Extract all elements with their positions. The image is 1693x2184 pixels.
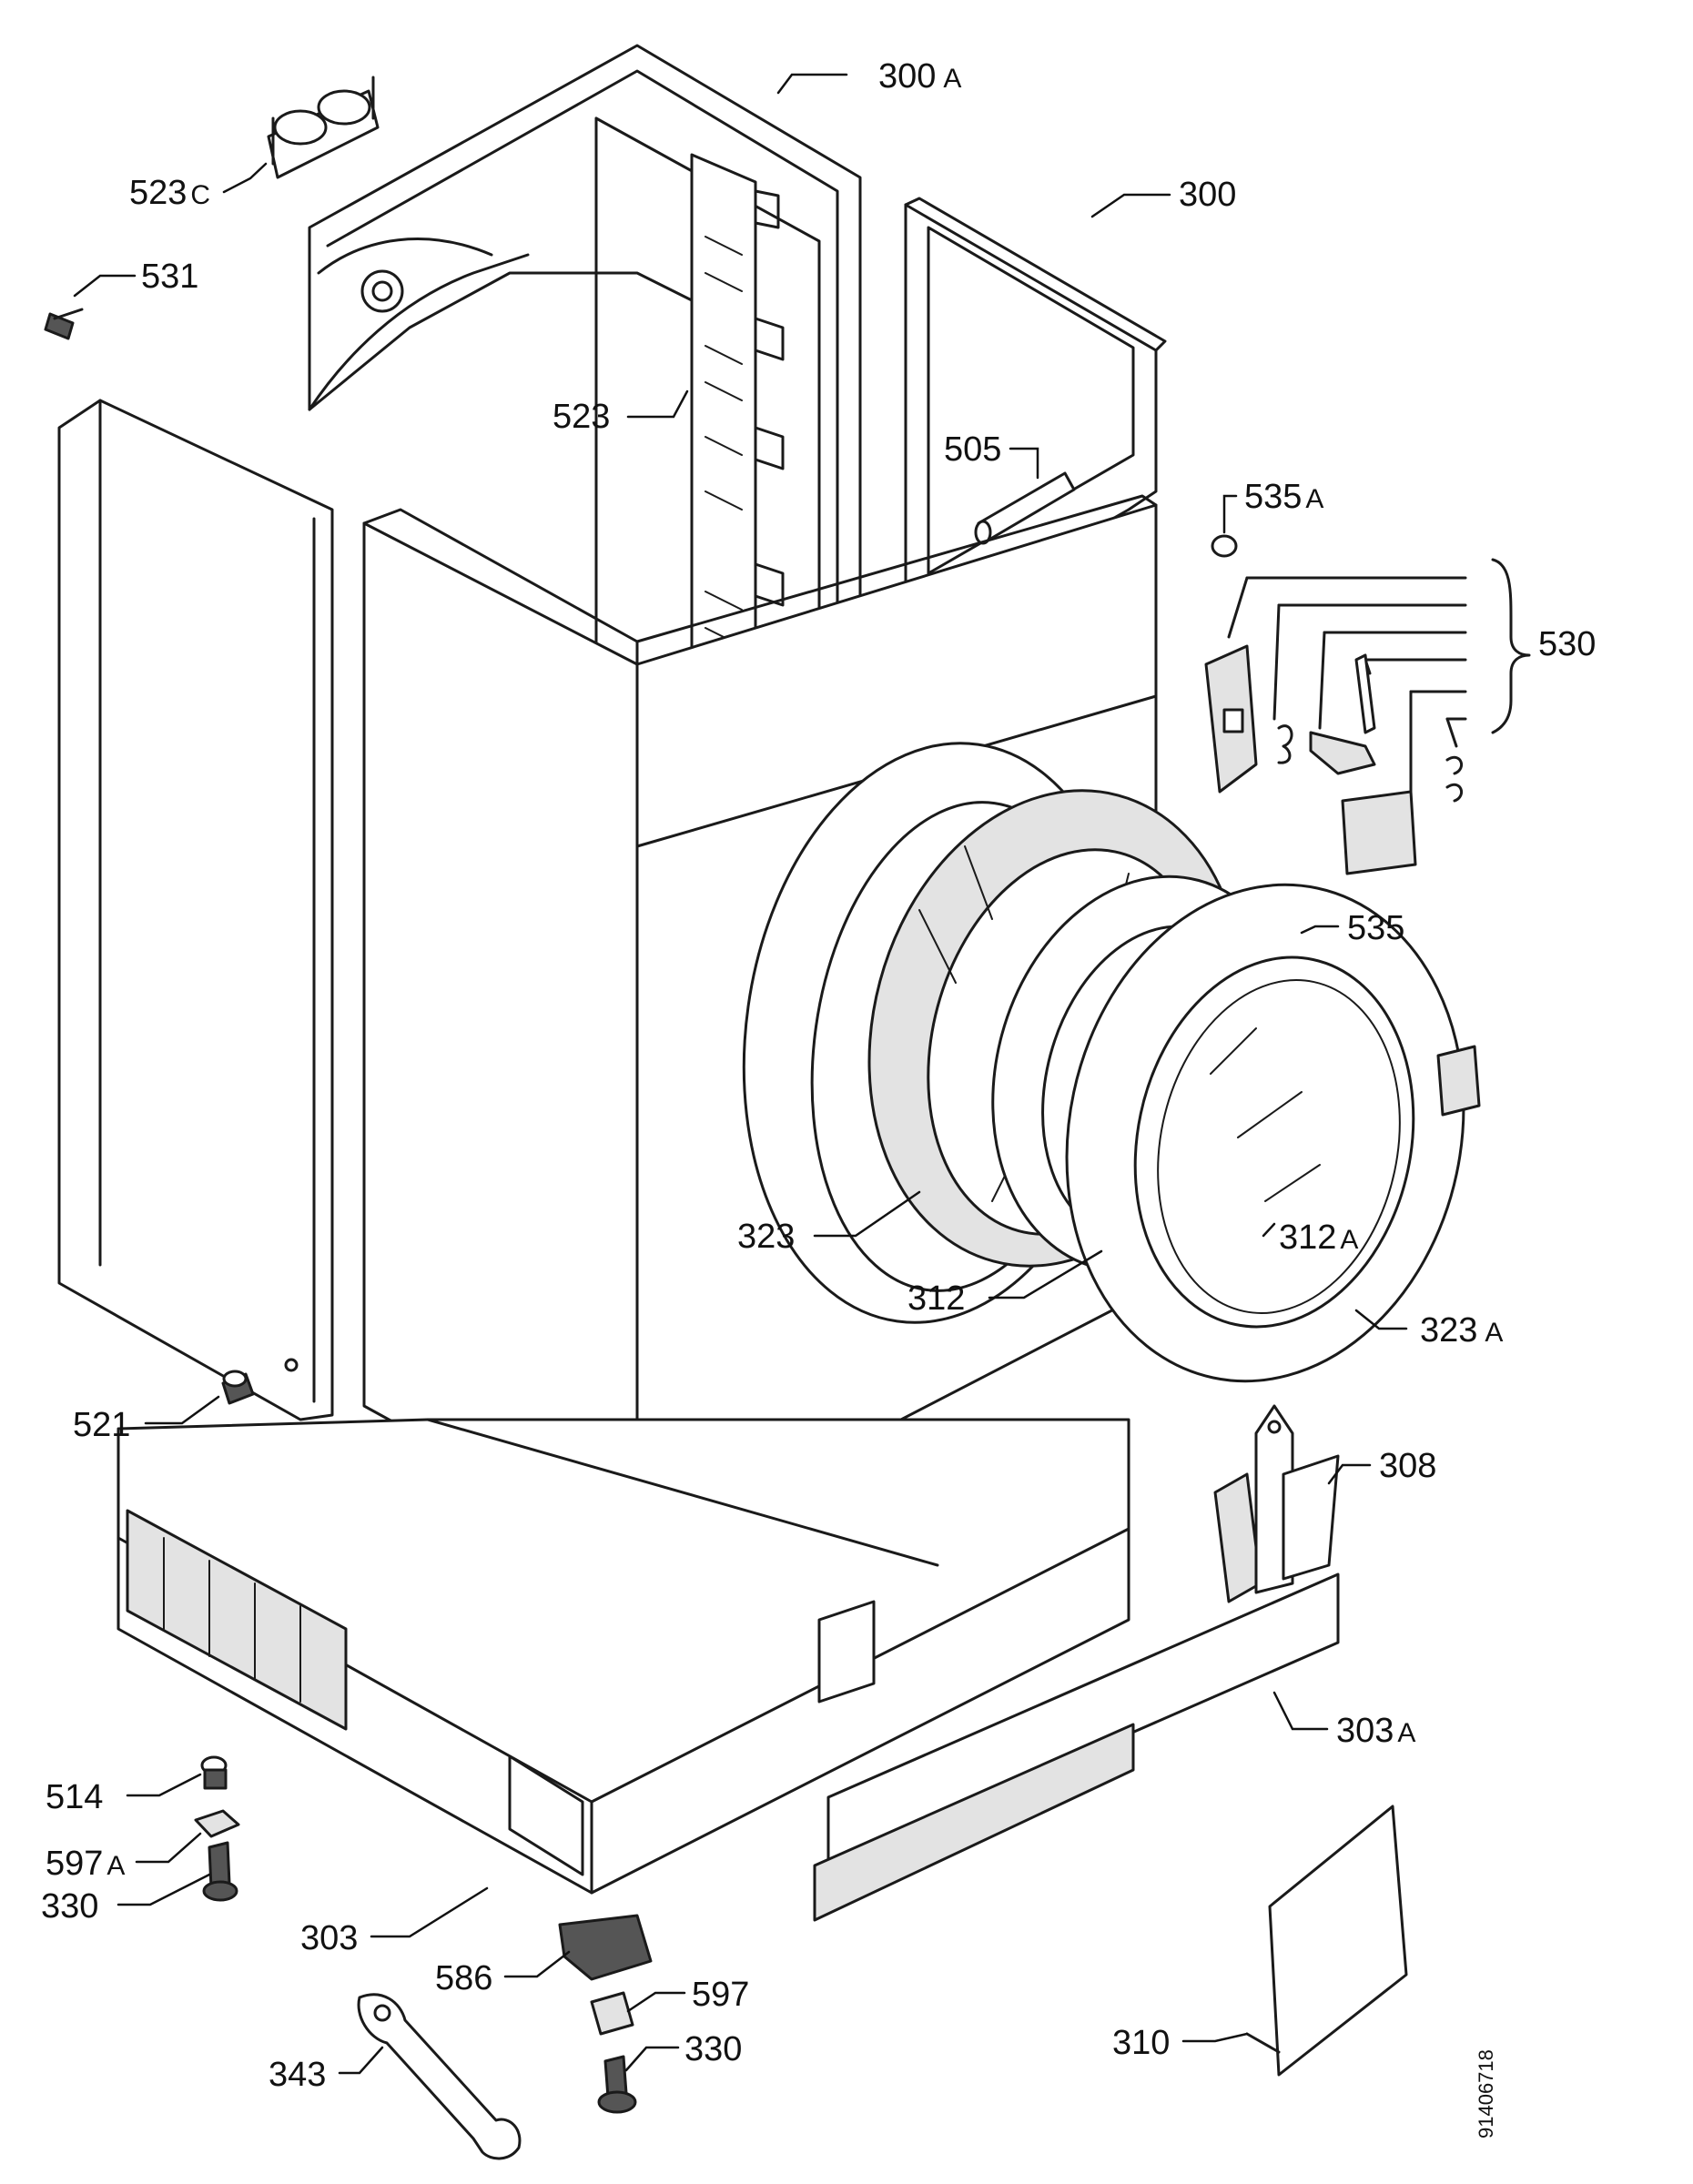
callout-300: 300	[1179, 176, 1236, 214]
callout-514: 514	[46, 1778, 103, 1816]
callout-531: 531	[141, 258, 198, 296]
document-id: 91406718	[1475, 2049, 1497, 2138]
part-front-plinth-strip	[813, 1723, 1135, 1922]
part-foot-330-left	[202, 1841, 238, 1902]
callout-586: 586	[435, 1959, 492, 1997]
callout-530: 530	[1538, 625, 1596, 663]
part-front-plinth-303a	[826, 1572, 1340, 1867]
part-outer-door-ring-323a	[1065, 883, 1481, 1383]
callout-343: 343	[269, 2056, 326, 2094]
part-foot-330-right	[597, 2055, 637, 2114]
part-spanner-343	[357, 1993, 522, 2160]
part-foot-bracket-586	[558, 1914, 653, 1981]
part-screw-521	[221, 1370, 255, 1405]
part-base-frame-303	[117, 1418, 1130, 1895]
callout-521: 521	[73, 1406, 130, 1444]
part-cable-clip-523c	[267, 76, 380, 179]
callout-597: 597	[692, 1976, 749, 2014]
callout-303: 303	[300, 1919, 358, 1957]
callout-535: 535	[1347, 909, 1404, 947]
callout-523: 523	[553, 398, 610, 436]
part-nut-597	[590, 1991, 634, 2036]
part-cap-535a	[1211, 534, 1238, 558]
leader-lines	[73, 73, 1408, 2075]
callout-505: 505	[944, 430, 1001, 469]
callout-330-left: 330	[41, 1887, 98, 1926]
part-screw-531	[44, 308, 84, 340]
part-left-side-panel	[57, 399, 334, 1421]
callout-323: 323	[737, 1218, 795, 1256]
callout-312: 312	[907, 1279, 965, 1318]
callout-310: 310	[1112, 2024, 1170, 2062]
part-filter-flap-310	[1245, 1805, 1408, 2077]
part-square-nut-597a	[194, 1809, 240, 1838]
callout-308: 308	[1379, 1447, 1436, 1485]
callout-330-right: 330	[684, 2030, 742, 2068]
part-door-lock-assembly-530	[1204, 558, 1531, 875]
part-hinge-308	[1213, 1404, 1340, 1603]
part-rod-505	[974, 471, 1076, 545]
part-nut-514	[200, 1755, 228, 1790]
